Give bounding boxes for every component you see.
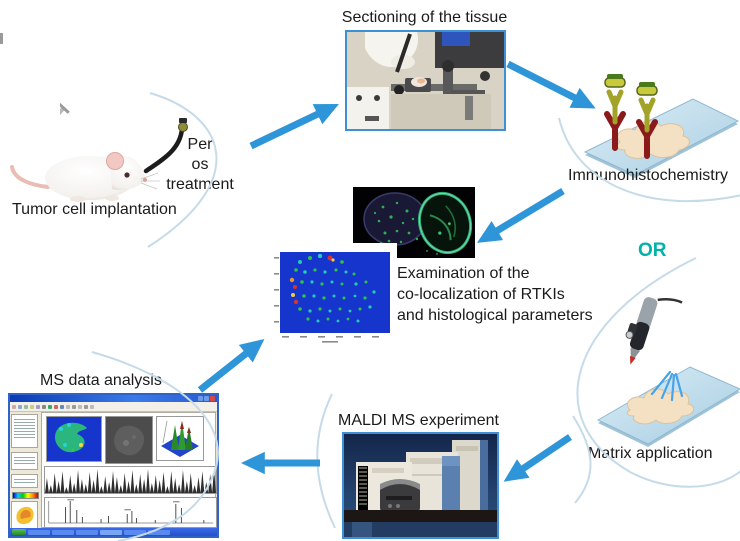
overview-spectrum-pane[interactable] <box>44 466 217 494</box>
syringe-icon <box>60 102 70 119</box>
minimize-button[interactable] <box>198 396 203 401</box>
tree-panel[interactable] <box>11 414 38 448</box>
close-button[interactable] <box>210 396 215 401</box>
start-button[interactable] <box>12 529 26 535</box>
arrow-implantation-to-sectioning <box>249 103 339 150</box>
sectioning-label: Sectioning of the tissue <box>341 9 508 26</box>
ion-signal-dots <box>289 253 376 323</box>
sample-loader <box>380 479 420 512</box>
taskbar[interactable] <box>10 528 217 536</box>
sectioning-photo <box>345 30 506 131</box>
gavage-needle-icon <box>143 118 188 174</box>
peak-spectrum-pane[interactable] <box>44 497 217 528</box>
arrow-matrix-to-maldi <box>503 434 572 482</box>
arrow-analysis-to-examination <box>197 338 265 393</box>
stained-lobe <box>417 191 473 255</box>
window-titlebar <box>10 395 217 402</box>
workspace <box>41 412 217 528</box>
mouse-foot <box>105 195 119 201</box>
sprayer-icon <box>625 297 683 365</box>
mouse-tail <box>10 165 50 189</box>
options-panel[interactable] <box>11 474 38 488</box>
maldi-experiment-label: MALDI MS experiment <box>338 412 499 429</box>
ion-image-plot <box>280 252 390 333</box>
mass-spectrometer-image <box>344 434 497 537</box>
side-panel[interactable] <box>10 412 40 531</box>
optical-image-pane[interactable] <box>105 416 153 464</box>
mouse-illustration <box>10 152 160 202</box>
ms-data-analysis-label: MS data analysis <box>40 372 162 389</box>
arrow-ihc-to-examination <box>477 188 565 243</box>
immunohistochemistry-label: Immunohistochemistry <box>568 167 729 184</box>
toolbar[interactable] <box>10 402 217 412</box>
cryostat-image <box>347 32 504 129</box>
fluorescence-spots <box>373 201 419 244</box>
intensity-colorbar <box>12 492 39 499</box>
list-panel[interactable] <box>11 452 38 470</box>
mouse-foot <box>70 196 86 202</box>
matrix-application-label: Matrix application <box>588 445 713 462</box>
thumbnail-panel[interactable] <box>11 501 38 531</box>
surface-plot-pane[interactable] <box>156 416 204 461</box>
antibody-slide-illustration <box>583 74 740 178</box>
examination-label: Examination of the co-localization of RT… <box>397 265 593 324</box>
software-screenshot <box>8 393 219 538</box>
axis-ticks <box>274 257 379 343</box>
maldi-instrument-photo <box>342 432 499 539</box>
fluorescence-image <box>353 187 475 258</box>
ion-image <box>262 243 397 346</box>
matrix-application-illustration <box>596 297 740 447</box>
edge-artifact <box>0 33 3 44</box>
or-label: OR <box>638 240 667 261</box>
tumor-implantation-label: Tumor cell implantation <box>12 201 177 218</box>
maximize-button[interactable] <box>204 396 209 401</box>
mouse-ear <box>106 152 124 170</box>
ion-image-pane[interactable] <box>46 416 102 462</box>
mouse-eye <box>124 172 130 178</box>
